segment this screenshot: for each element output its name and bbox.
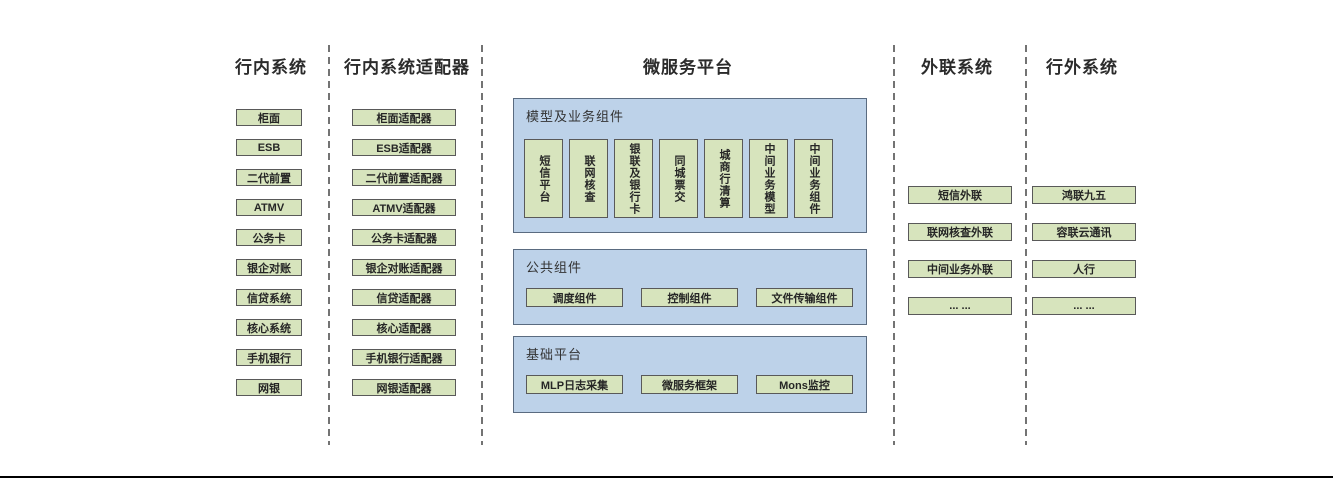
adapter-box: ATMV适配器 [352,199,456,216]
inbank-system-box: 手机银行 [236,349,302,366]
inbank-systems-list: 柜面 ESB 二代前置 ATMV 公务卡银企对账信贷系统核心系统手机银行网银 [236,109,302,396]
model-components-row: 短信平台联网核查银联及银行卡同城票交城商行清算中间业务模型中间业务组件 [524,139,833,218]
panel-base-platform: 基础平台 MLP日志采集微服务框架 Mons监控 [513,336,867,413]
column-title-platform: 微服务平台 [643,58,733,77]
outbank-box: 鸿联九五 [1032,186,1136,204]
outbank-box: 人行 [1032,260,1136,278]
outbank-box: 容联云通讯 [1032,223,1136,241]
inbank-system-box: 公务卡 [236,229,302,246]
column-title-outbank: 行外系统 [1046,58,1118,77]
inbank-system-box: 网银 [236,379,302,396]
base-platform-box: Mons监控 [756,375,853,394]
model-component-box: 银联及银行卡 [614,139,653,218]
inbank-system-box: ATMV [236,199,302,216]
column-title-inbank: 行内系统 [235,58,307,77]
adapter-box: 网银适配器 [352,379,456,396]
base-platform-box: 微服务框架 [641,375,738,394]
adapter-box: 柜面适配器 [352,109,456,126]
separator-4 [1025,45,1027,445]
model-component-box: 短信平台 [524,139,563,218]
external-link-list: 短信外联联网核查外联中间业务外联 ... ... [908,186,1012,315]
adapter-box: 二代前置适配器 [352,169,456,186]
panel-model-components: 模型及业务组件 短信平台联网核查银联及银行卡同城票交城商行清算中间业务模型中间业… [513,98,867,233]
common-components-row: 调度组件控制组件文件传输组件 [514,288,866,307]
separator-1 [328,45,330,445]
base-platform-box: MLP日志采集 [526,375,623,394]
adapter-box: 信贷适配器 [352,289,456,306]
separator-2 [481,45,483,445]
inbank-system-box: ESB [236,139,302,156]
common-component-box: 文件传输组件 [756,288,853,307]
bottom-rule [0,476,1333,478]
column-title-adapters: 行内系统适配器 [344,58,470,77]
outbank-list: 鸿联九五容联云通讯人行 ... ... [1032,186,1136,315]
model-component-box: 中间业务模型 [749,139,788,218]
outbank-box: ... ... [1032,297,1136,315]
adapter-box: 核心适配器 [352,319,456,336]
panel-title-common: 公共组件 [526,260,583,275]
model-component-box: 城商行清算 [704,139,743,218]
adapter-box: ESB适配器 [352,139,456,156]
inbank-system-box: 银企对账 [236,259,302,276]
inbank-system-box: 核心系统 [236,319,302,336]
common-component-box: 控制组件 [641,288,738,307]
inbank-system-box: 柜面 [236,109,302,126]
separator-3 [893,45,895,445]
model-component-box: 中间业务组件 [794,139,833,218]
model-component-box: 联网核查 [569,139,608,218]
column-title-external-link: 外联系统 [921,58,993,77]
model-component-box: 同城票交 [659,139,698,218]
external-link-box: 短信外联 [908,186,1012,204]
adapter-box: 手机银行适配器 [352,349,456,366]
external-link-box: 中间业务外联 [908,260,1012,278]
external-link-box: ... ... [908,297,1012,315]
inbank-system-box: 信贷系统 [236,289,302,306]
panel-title-base: 基础平台 [526,347,583,362]
panel-title-model: 模型及业务组件 [526,109,625,124]
adapter-box: 公务卡适配器 [352,229,456,246]
inbank-system-box: 二代前置 [236,169,302,186]
external-link-box: 联网核查外联 [908,223,1012,241]
panel-common-components: 公共组件 调度组件控制组件文件传输组件 [513,249,867,325]
base-platform-row: MLP日志采集微服务框架 Mons监控 [514,375,866,394]
adapter-box: 银企对账适配器 [352,259,456,276]
adapter-list: 柜面适配器 ESB适配器二代前置适配器 ATMV适配器公务卡适配器银企对账适配器信贷… [352,109,456,396]
common-component-box: 调度组件 [526,288,623,307]
